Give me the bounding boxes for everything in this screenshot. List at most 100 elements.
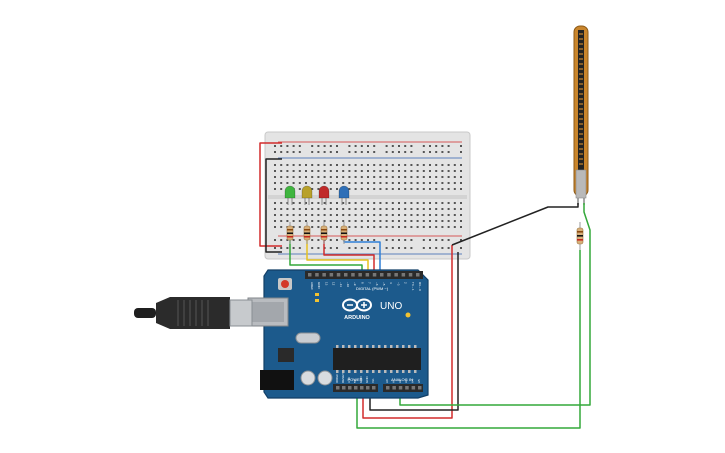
breadboard-hole[interactable] bbox=[379, 188, 382, 190]
breadboard-hole[interactable] bbox=[354, 220, 357, 222]
digital-pin[interactable] bbox=[416, 273, 420, 277]
breadboard-hole[interactable] bbox=[391, 214, 394, 216]
breadboard-hole[interactable] bbox=[305, 170, 307, 172]
breadboard-hole[interactable] bbox=[416, 188, 419, 190]
breadboard-hole[interactable] bbox=[286, 170, 289, 172]
breadboard-hole[interactable] bbox=[354, 214, 357, 216]
breadboard-hole[interactable] bbox=[460, 188, 462, 190]
breadboard-hole[interactable] bbox=[336, 214, 338, 216]
breadboard-hole[interactable] bbox=[391, 164, 394, 166]
breadboard-hole[interactable] bbox=[360, 151, 363, 153]
breadboard-hole[interactable] bbox=[274, 145, 276, 147]
breadboard-hole[interactable] bbox=[360, 226, 363, 228]
breadboard-hole[interactable] bbox=[280, 220, 283, 222]
breadboard-hole[interactable] bbox=[398, 247, 400, 249]
breadboard-hole[interactable] bbox=[422, 220, 425, 222]
breadboard-hole[interactable] bbox=[435, 202, 438, 204]
power-pin[interactable] bbox=[342, 386, 346, 390]
breadboard-hole[interactable] bbox=[379, 214, 382, 216]
breadboard-hole[interactable] bbox=[274, 214, 276, 216]
breadboard-hole[interactable] bbox=[367, 226, 369, 228]
breadboard-hole[interactable] bbox=[441, 182, 444, 184]
breadboard-hole[interactable] bbox=[422, 182, 425, 184]
breadboard-hole[interactable] bbox=[298, 239, 301, 241]
breadboard-hole[interactable] bbox=[305, 164, 307, 166]
breadboard-hole[interactable] bbox=[298, 164, 301, 166]
breadboard-hole[interactable] bbox=[348, 164, 351, 166]
breadboard-hole[interactable] bbox=[447, 226, 450, 228]
breadboard-hole[interactable] bbox=[422, 202, 425, 204]
breadboard-hole[interactable] bbox=[447, 239, 450, 241]
breadboard-hole[interactable] bbox=[429, 176, 431, 178]
breadboard-hole[interactable] bbox=[280, 176, 283, 178]
breadboard-hole[interactable] bbox=[379, 202, 382, 204]
breadboard-hole[interactable] bbox=[280, 170, 283, 172]
breadboard-hole[interactable] bbox=[280, 239, 283, 241]
breadboard-hole[interactable] bbox=[398, 239, 400, 241]
breadboard-hole[interactable] bbox=[435, 170, 438, 172]
breadboard-hole[interactable] bbox=[323, 170, 326, 172]
breadboard-hole[interactable] bbox=[441, 239, 444, 241]
breadboard-hole[interactable] bbox=[354, 188, 357, 190]
breadboard-hole[interactable] bbox=[429, 164, 431, 166]
digital-pin[interactable] bbox=[401, 273, 406, 277]
breadboard-hole[interactable] bbox=[348, 214, 351, 216]
breadboard-hole[interactable] bbox=[354, 226, 357, 228]
breadboard-hole[interactable] bbox=[311, 164, 314, 166]
breadboard-hole[interactable] bbox=[292, 220, 295, 222]
breadboard-hole[interactable] bbox=[398, 176, 400, 178]
breadboard-hole[interactable] bbox=[311, 151, 314, 153]
breadboard-hole[interactable] bbox=[385, 214, 388, 216]
breadboard-hole[interactable] bbox=[441, 214, 444, 216]
breadboard-hole[interactable] bbox=[348, 220, 351, 222]
digital-pin[interactable] bbox=[336, 273, 341, 277]
breadboard-hole[interactable] bbox=[441, 151, 444, 153]
breadboard-hole[interactable] bbox=[323, 214, 326, 216]
breadboard-hole[interactable] bbox=[317, 247, 320, 249]
breadboard-hole[interactable] bbox=[447, 220, 450, 222]
breadboard-hole[interactable] bbox=[429, 220, 431, 222]
breadboard-hole[interactable] bbox=[286, 202, 289, 204]
breadboard-hole[interactable] bbox=[317, 214, 320, 216]
breadboard-hole[interactable] bbox=[435, 220, 438, 222]
breadboard-hole[interactable] bbox=[435, 247, 438, 249]
breadboard-hole[interactable] bbox=[292, 151, 295, 153]
breadboard-hole[interactable] bbox=[323, 164, 326, 166]
breadboard-hole[interactable] bbox=[311, 220, 314, 222]
breadboard-hole[interactable] bbox=[317, 170, 320, 172]
digital-pin[interactable] bbox=[365, 273, 370, 277]
breadboard-hole[interactable] bbox=[305, 182, 307, 184]
breadboard-hole[interactable] bbox=[429, 247, 431, 249]
breadboard-hole[interactable] bbox=[379, 182, 382, 184]
breadboard-hole[interactable] bbox=[385, 164, 388, 166]
breadboard-hole[interactable] bbox=[410, 208, 413, 210]
breadboard-hole[interactable] bbox=[453, 214, 456, 216]
breadboard-hole[interactable] bbox=[336, 145, 338, 147]
digital-pin[interactable] bbox=[380, 273, 384, 277]
reset-button[interactable] bbox=[281, 280, 289, 288]
breadboard-hole[interactable] bbox=[398, 151, 400, 153]
breadboard-hole[interactable] bbox=[416, 164, 419, 166]
breadboard-hole[interactable] bbox=[329, 151, 332, 153]
breadboard-hole[interactable] bbox=[348, 176, 351, 178]
breadboard-hole[interactable] bbox=[342, 170, 345, 172]
breadboard-hole[interactable] bbox=[317, 202, 320, 204]
breadboard-hole[interactable] bbox=[329, 170, 332, 172]
breadboard-hole[interactable] bbox=[342, 182, 345, 184]
breadboard-hole[interactable] bbox=[280, 151, 283, 153]
breadboard-hole[interactable] bbox=[460, 202, 462, 204]
breadboard-hole[interactable] bbox=[404, 151, 407, 153]
breadboard-hole[interactable] bbox=[404, 164, 407, 166]
breadboard-hole[interactable] bbox=[404, 202, 407, 204]
breadboard-hole[interactable] bbox=[410, 151, 413, 153]
breadboard-hole[interactable] bbox=[404, 182, 407, 184]
breadboard-hole[interactable] bbox=[367, 188, 369, 190]
breadboard-hole[interactable] bbox=[274, 151, 276, 153]
breadboard-hole[interactable] bbox=[416, 226, 419, 228]
breadboard-hole[interactable] bbox=[348, 247, 351, 249]
breadboard-hole[interactable] bbox=[286, 145, 289, 147]
breadboard-hole[interactable] bbox=[416, 176, 419, 178]
breadboard-hole[interactable] bbox=[398, 170, 400, 172]
breadboard-hole[interactable] bbox=[447, 151, 450, 153]
breadboard-hole[interactable] bbox=[385, 220, 388, 222]
